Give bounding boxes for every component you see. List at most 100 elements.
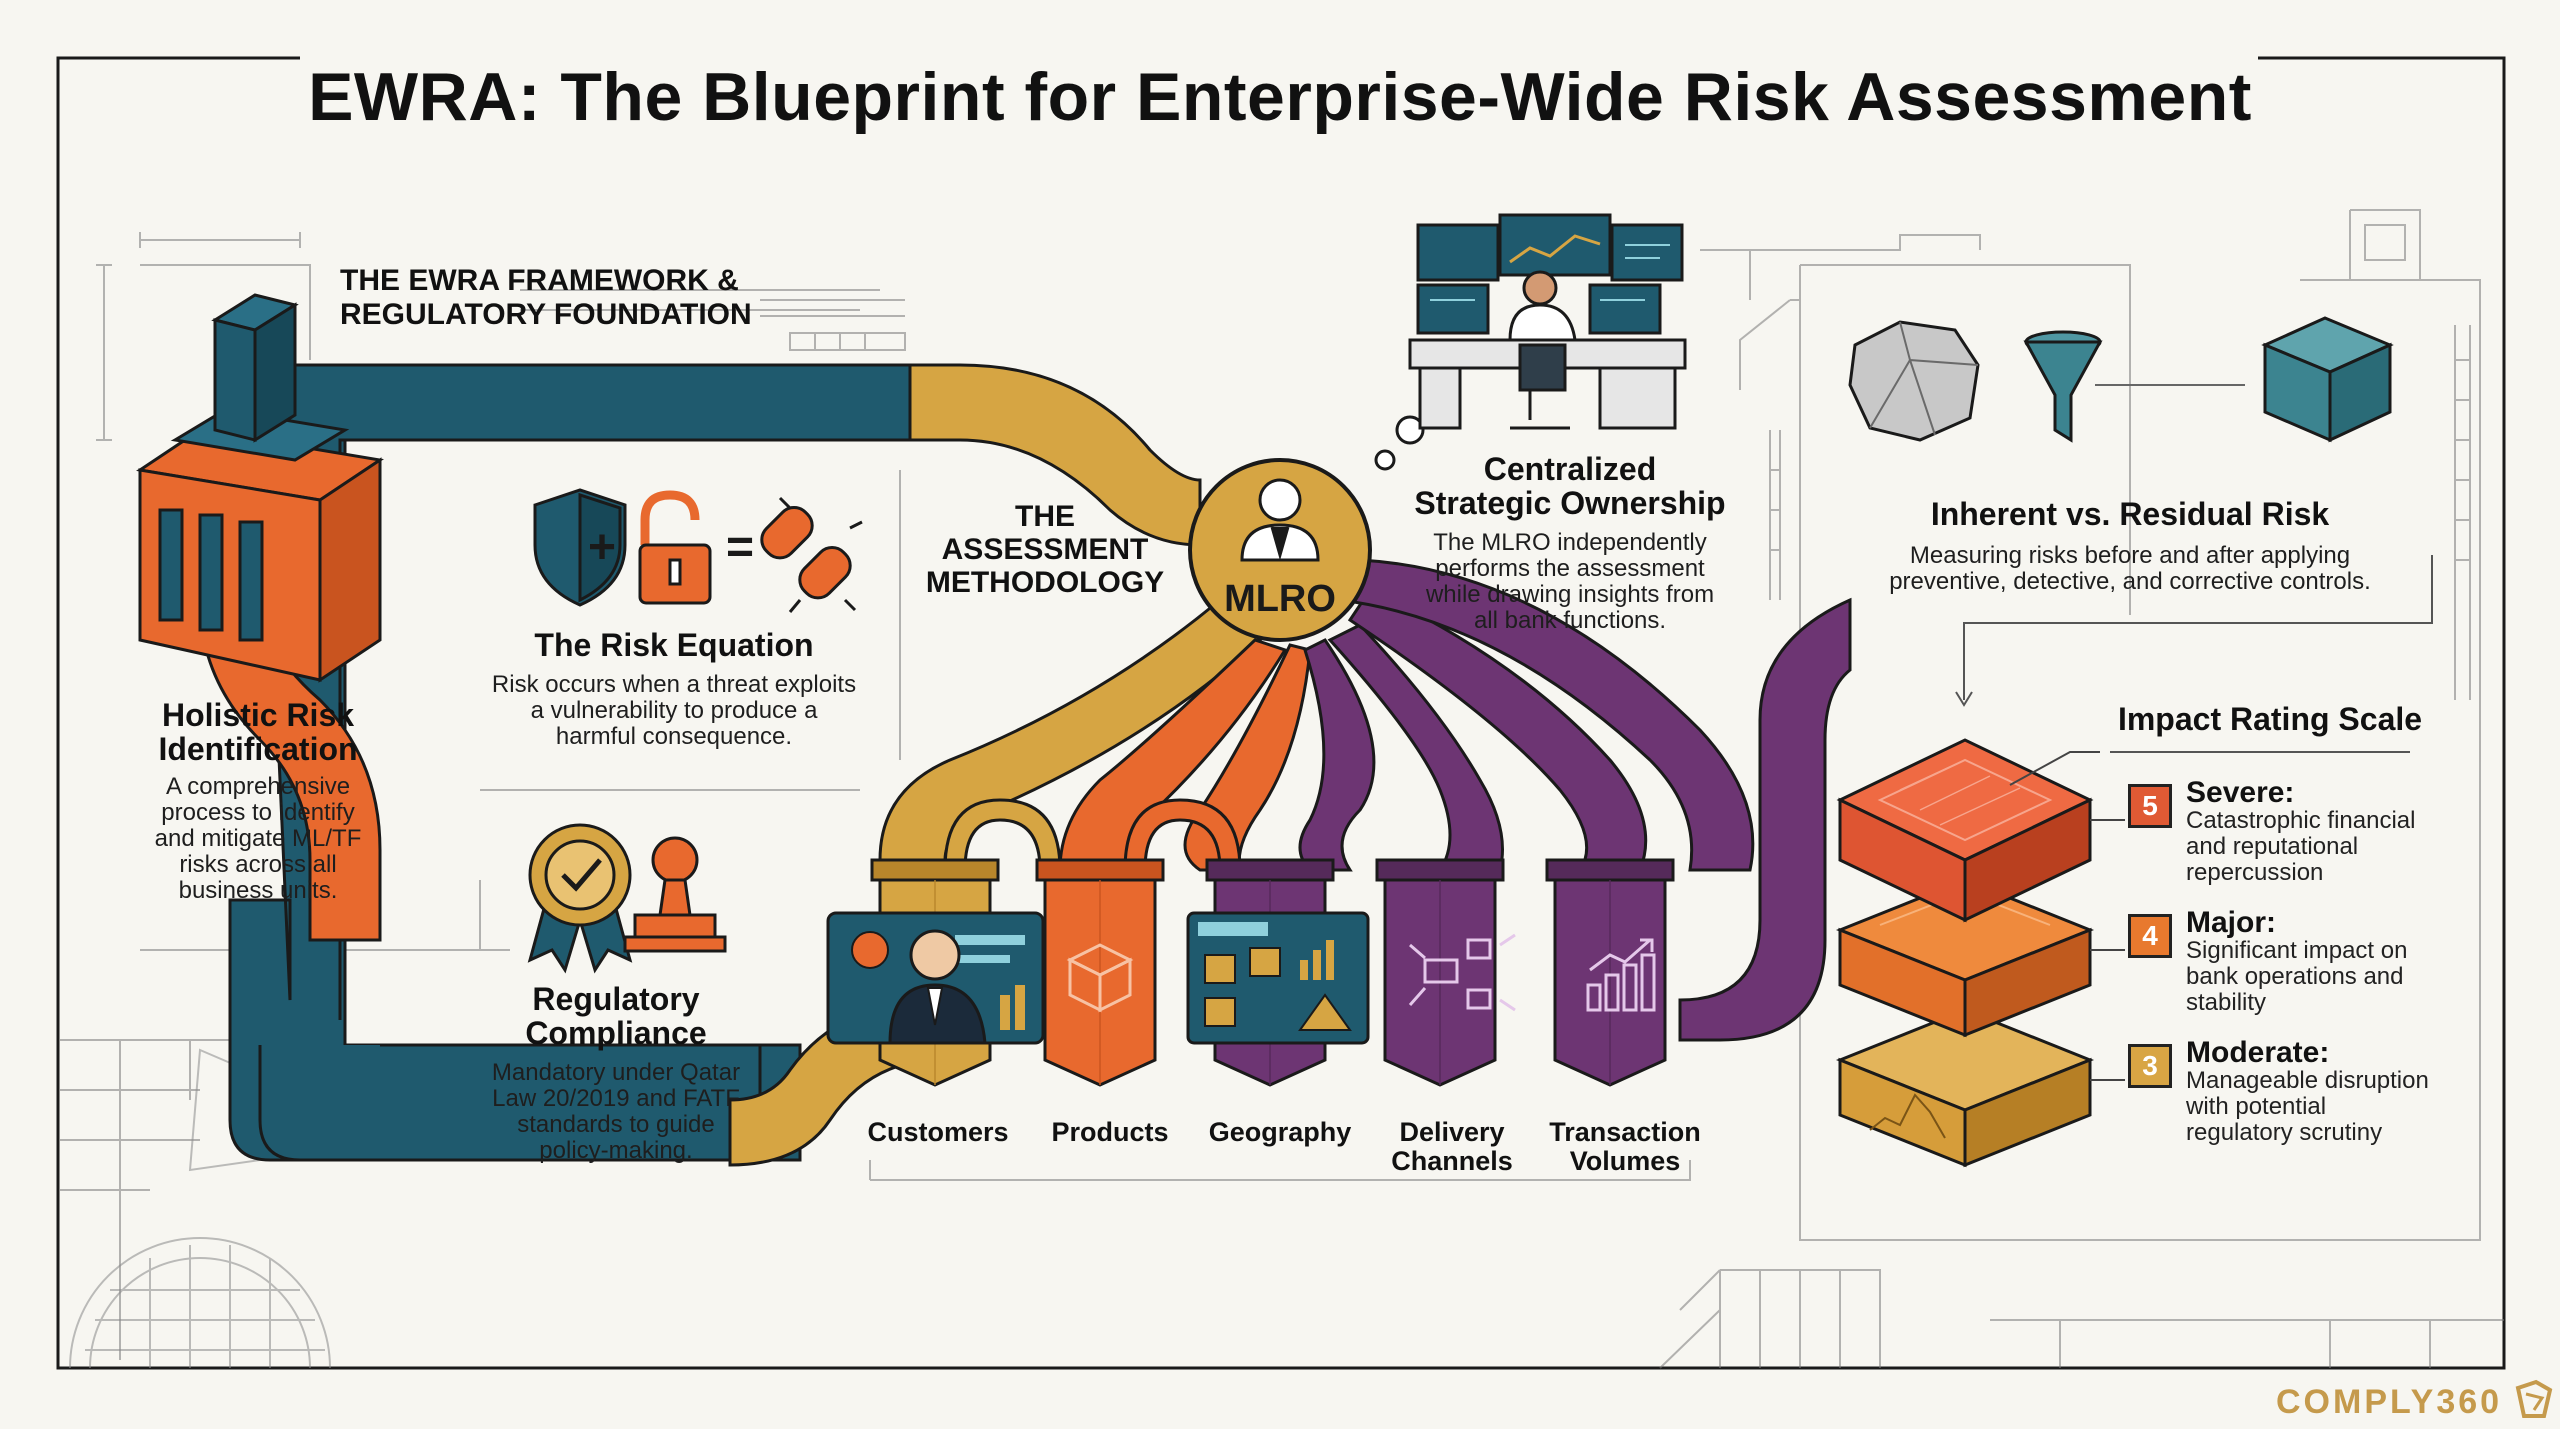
impact-score-badge: 4 xyxy=(2128,914,2172,958)
impact-scale-heading: Impact Rating Scale xyxy=(2117,701,2423,737)
impact-level-desc-line: repercussion xyxy=(2186,859,2324,886)
centralized-heading-line2: Strategic Ownership xyxy=(1414,485,1726,521)
pillar-label-line: Channels xyxy=(1391,1146,1513,1176)
impact-score-badge: 5 xyxy=(2128,784,2172,828)
product-box-icon xyxy=(1066,943,1134,1013)
impact-level-moderate: Moderate: Manageable disruption with pot… xyxy=(2186,1038,2506,1146)
inherent-residual-body: Measuring risks before and after applyin… xyxy=(1840,543,2420,595)
regulatory-body-line: policy-making. xyxy=(539,1137,693,1164)
mlro-person-icon xyxy=(1240,478,1320,562)
risk-factor-pillars xyxy=(826,858,1675,1087)
broken-chain-icon xyxy=(760,496,863,613)
methodology-heading: THE ASSESSMENT METHODOLOGY xyxy=(920,500,1170,599)
methodology-heading-line: ASSESSMENT xyxy=(941,533,1149,566)
risk-equation-body-line: Risk occurs when a threat exploits xyxy=(491,671,857,698)
inherent-residual-body-line: Measuring risks before and after applyin… xyxy=(1909,542,2351,569)
impact-level-desc-line: bank operations and xyxy=(2186,963,2404,990)
holistic-body-line: risks across all xyxy=(179,851,337,878)
pillar-label-line: Volumes xyxy=(1569,1146,1681,1176)
impact-level-major: Major: Significant impact on bank operat… xyxy=(2186,908,2506,1016)
customer-id-card-icon xyxy=(826,911,1045,1045)
unlocked-padlock-icon xyxy=(638,490,712,605)
impact-leader-lines xyxy=(2009,751,2125,1081)
impact-level-desc-line: Manageable disruption xyxy=(2186,1067,2429,1094)
connector-arrow xyxy=(1955,691,1973,707)
refined-cube-icon xyxy=(2261,316,2394,443)
impact-score-badge: 3 xyxy=(2128,1044,2172,1088)
blueprint-background-lines xyxy=(60,209,2504,1369)
pillar-products xyxy=(1035,858,1165,1087)
impact-level-name: Severe: xyxy=(2186,776,2295,809)
geography-dashboard-icon xyxy=(1186,911,1370,1045)
logo-mark-icon xyxy=(2515,1379,2553,1418)
raw-rock-icon xyxy=(1848,320,1980,442)
centralized-body-line: all bank functions. xyxy=(1473,607,1667,634)
impact-level-desc-line: Catastrophic financial xyxy=(2186,807,2416,834)
risk-equation-body: Risk occurs when a threat exploits a vul… xyxy=(474,672,874,750)
pillar-label-delivery-channels: Delivery Channels xyxy=(1372,1118,1532,1176)
impact-layer-5 xyxy=(1836,738,2094,923)
impact-level-desc-line: regulatory scrutiny xyxy=(2186,1119,2383,1146)
holistic-body-line: and mitigate ML/TF xyxy=(154,825,362,852)
mlro-hub xyxy=(1188,458,1372,642)
methodology-heading-line: THE xyxy=(1015,500,1075,533)
regulatory-body-line: Mandatory under Qatar xyxy=(491,1059,741,1086)
plus-sign: + xyxy=(588,521,617,574)
regulatory-heading-line1: Regulatory xyxy=(532,981,700,1017)
inherent-residual-heading: Inherent vs. Residual Risk xyxy=(1930,496,2330,532)
pillar-transaction xyxy=(1545,858,1675,1087)
holistic-body-line: business units. xyxy=(178,877,338,904)
impact-level-severe: Severe: Catastrophic financial and reput… xyxy=(2186,778,2506,886)
regulatory-body-line: standards to guide xyxy=(517,1111,715,1138)
holistic-body-line: A comprehensive xyxy=(165,773,351,800)
mlro-branches xyxy=(878,558,1755,872)
impact-layer-4 xyxy=(1835,878,2095,1038)
purple-return-path xyxy=(1678,597,1852,1042)
funnel-icon xyxy=(2023,330,2103,443)
risk-equation-heading: The Risk Equation xyxy=(534,627,814,663)
holistic-heading-line2: Identification xyxy=(158,731,358,767)
pillar-label-transaction-volumes: Transaction Volumes xyxy=(1540,1118,1710,1176)
regulatory-heading: Regulatory Compliance xyxy=(466,982,766,1050)
delivery-channels-icon xyxy=(1408,933,1516,1012)
regulatory-body-line: Law 20/2019 and FATF xyxy=(492,1085,740,1112)
pillar-label-customers: Customers xyxy=(867,1117,1009,1147)
risk-equation-body-line: harmful consequence. xyxy=(555,723,793,750)
approval-seal-icon xyxy=(527,823,633,974)
transaction-bar-chart-icon xyxy=(1586,938,1656,1012)
holistic-body: A comprehensive process to identify and … xyxy=(118,774,398,904)
mlro-label: MLRO xyxy=(1224,578,1336,620)
centralized-body: The MLRO independently performs the asse… xyxy=(1400,530,1740,634)
impact-level-desc-line: and reputational xyxy=(2186,833,2359,860)
centralized-body-line: while drawing insights from xyxy=(1425,581,1715,608)
outer-frame xyxy=(56,56,2506,1370)
methodology-heading-line: METHODOLOGY xyxy=(925,566,1165,599)
centralized-heading-line1: Centralized xyxy=(1483,451,1657,487)
centralized-body-line: The MLRO independently xyxy=(1433,529,1707,556)
page-title: EWRA: The Blueprint for Enterprise-Wide … xyxy=(308,59,2252,135)
pillar-label-products: Products xyxy=(1051,1117,1169,1147)
risk-equation-body-line: a vulnerability to produce a xyxy=(530,697,818,724)
framework-heading-line2: REGULATORY FOUNDATION xyxy=(340,298,752,331)
thought-bubbles xyxy=(1374,415,1425,471)
pillar-delivery xyxy=(1375,858,1505,1087)
framework-heading-line1: THE EWRA FRAMEWORK & xyxy=(340,264,739,297)
rubber-stamp-icon xyxy=(623,836,727,953)
holistic-heading-line1: Holistic Risk xyxy=(161,697,355,733)
mlro-workstation-icon xyxy=(1408,213,1687,430)
regulatory-heading-line2: Compliance xyxy=(525,1015,707,1051)
impact-level-desc-line: stability xyxy=(2186,989,2267,1016)
equals-sign: = xyxy=(726,521,755,574)
pillar-label-line: Transaction xyxy=(1549,1117,1701,1147)
framework-heading: THE EWRA FRAMEWORK & REGULATORY FOUNDATI… xyxy=(340,264,752,332)
centralized-heading: Centralized Strategic Ownership xyxy=(1400,452,1740,520)
holistic-body-line: process to identify xyxy=(161,799,355,826)
framework-tower-icon xyxy=(136,293,384,683)
impact-level-desc-line: Significant impact on xyxy=(2186,937,2408,964)
regulatory-body: Mandatory under Qatar Law 20/2019 and FA… xyxy=(466,1060,766,1164)
centralized-body-line: performs the assessment xyxy=(1435,555,1705,582)
impact-layer-3 xyxy=(1835,1008,2095,1168)
pillar-label-geography: Geography xyxy=(1208,1117,1352,1147)
connector-bracket xyxy=(1963,555,2433,700)
